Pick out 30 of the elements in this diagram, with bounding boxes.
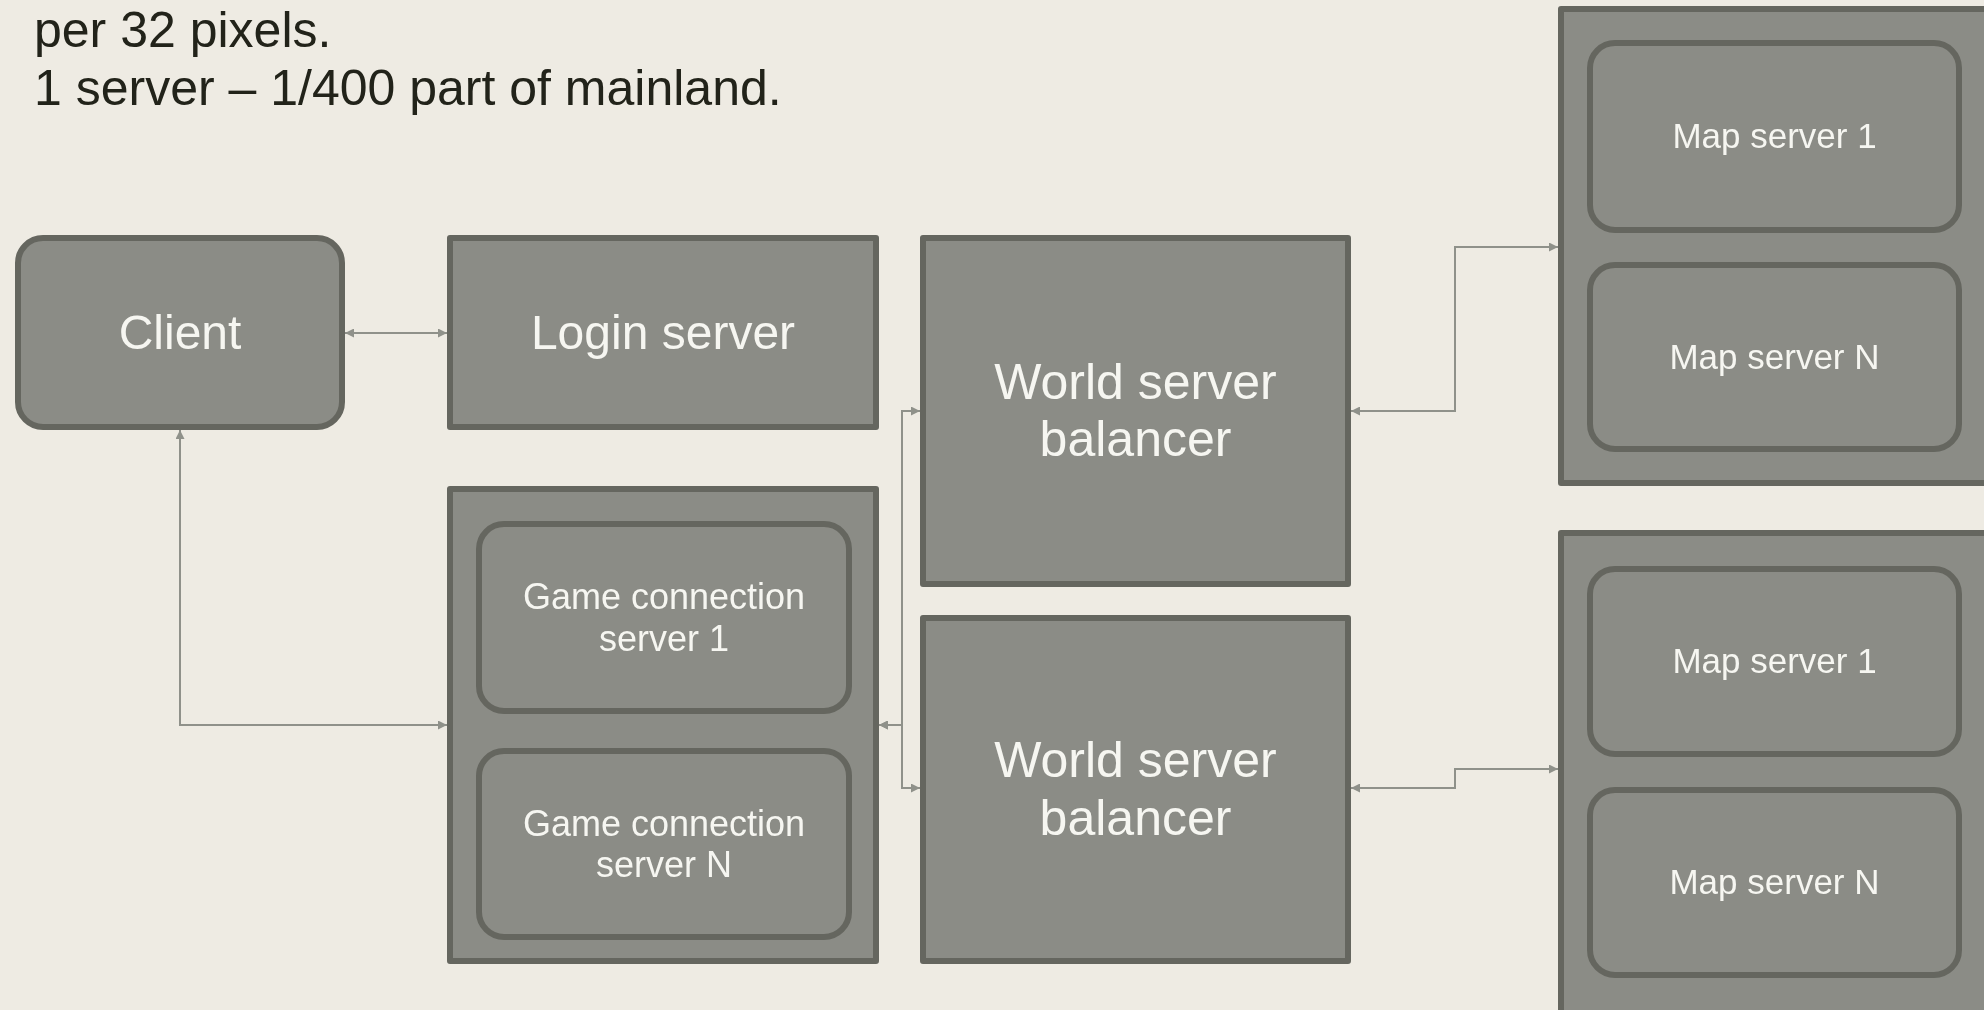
node-label: Map server N xyxy=(1668,336,1881,378)
client-box xyxy=(15,235,345,430)
balancer-box xyxy=(920,235,1351,587)
node-label: World server balancer xyxy=(993,353,1278,469)
connector-arrow xyxy=(1350,764,1559,793)
note-text: per 32 pixels. xyxy=(34,2,332,58)
node-label: Client xyxy=(117,304,243,361)
connector-arrow xyxy=(344,328,448,338)
connector-arrow xyxy=(1350,242,1559,416)
server-group-box xyxy=(1558,6,1984,486)
server-group-box xyxy=(447,486,879,964)
node-label: Login server xyxy=(529,304,797,361)
server-box xyxy=(476,521,852,714)
node-label: Map server 1 xyxy=(1671,116,1878,157)
node-label: Game connection server 1 xyxy=(521,576,807,659)
server-box xyxy=(476,748,852,940)
node-label: Map server 1 xyxy=(1671,641,1878,682)
balancer-box xyxy=(920,615,1351,964)
connector-arrow xyxy=(175,429,448,730)
node-label: Game connection server N xyxy=(521,802,807,886)
note-text: 1 server – 1/400 part of mainland. xyxy=(34,60,782,116)
node-label: Map server N xyxy=(1668,862,1881,903)
server-box xyxy=(1587,787,1962,978)
server-box xyxy=(1587,566,1962,757)
server-box xyxy=(1587,262,1962,452)
server-box xyxy=(447,235,879,430)
node-label: World server balancer xyxy=(993,732,1278,847)
server-box xyxy=(1587,40,1962,233)
connector-arrow xyxy=(878,720,921,793)
server-group-box xyxy=(1558,530,1984,1010)
